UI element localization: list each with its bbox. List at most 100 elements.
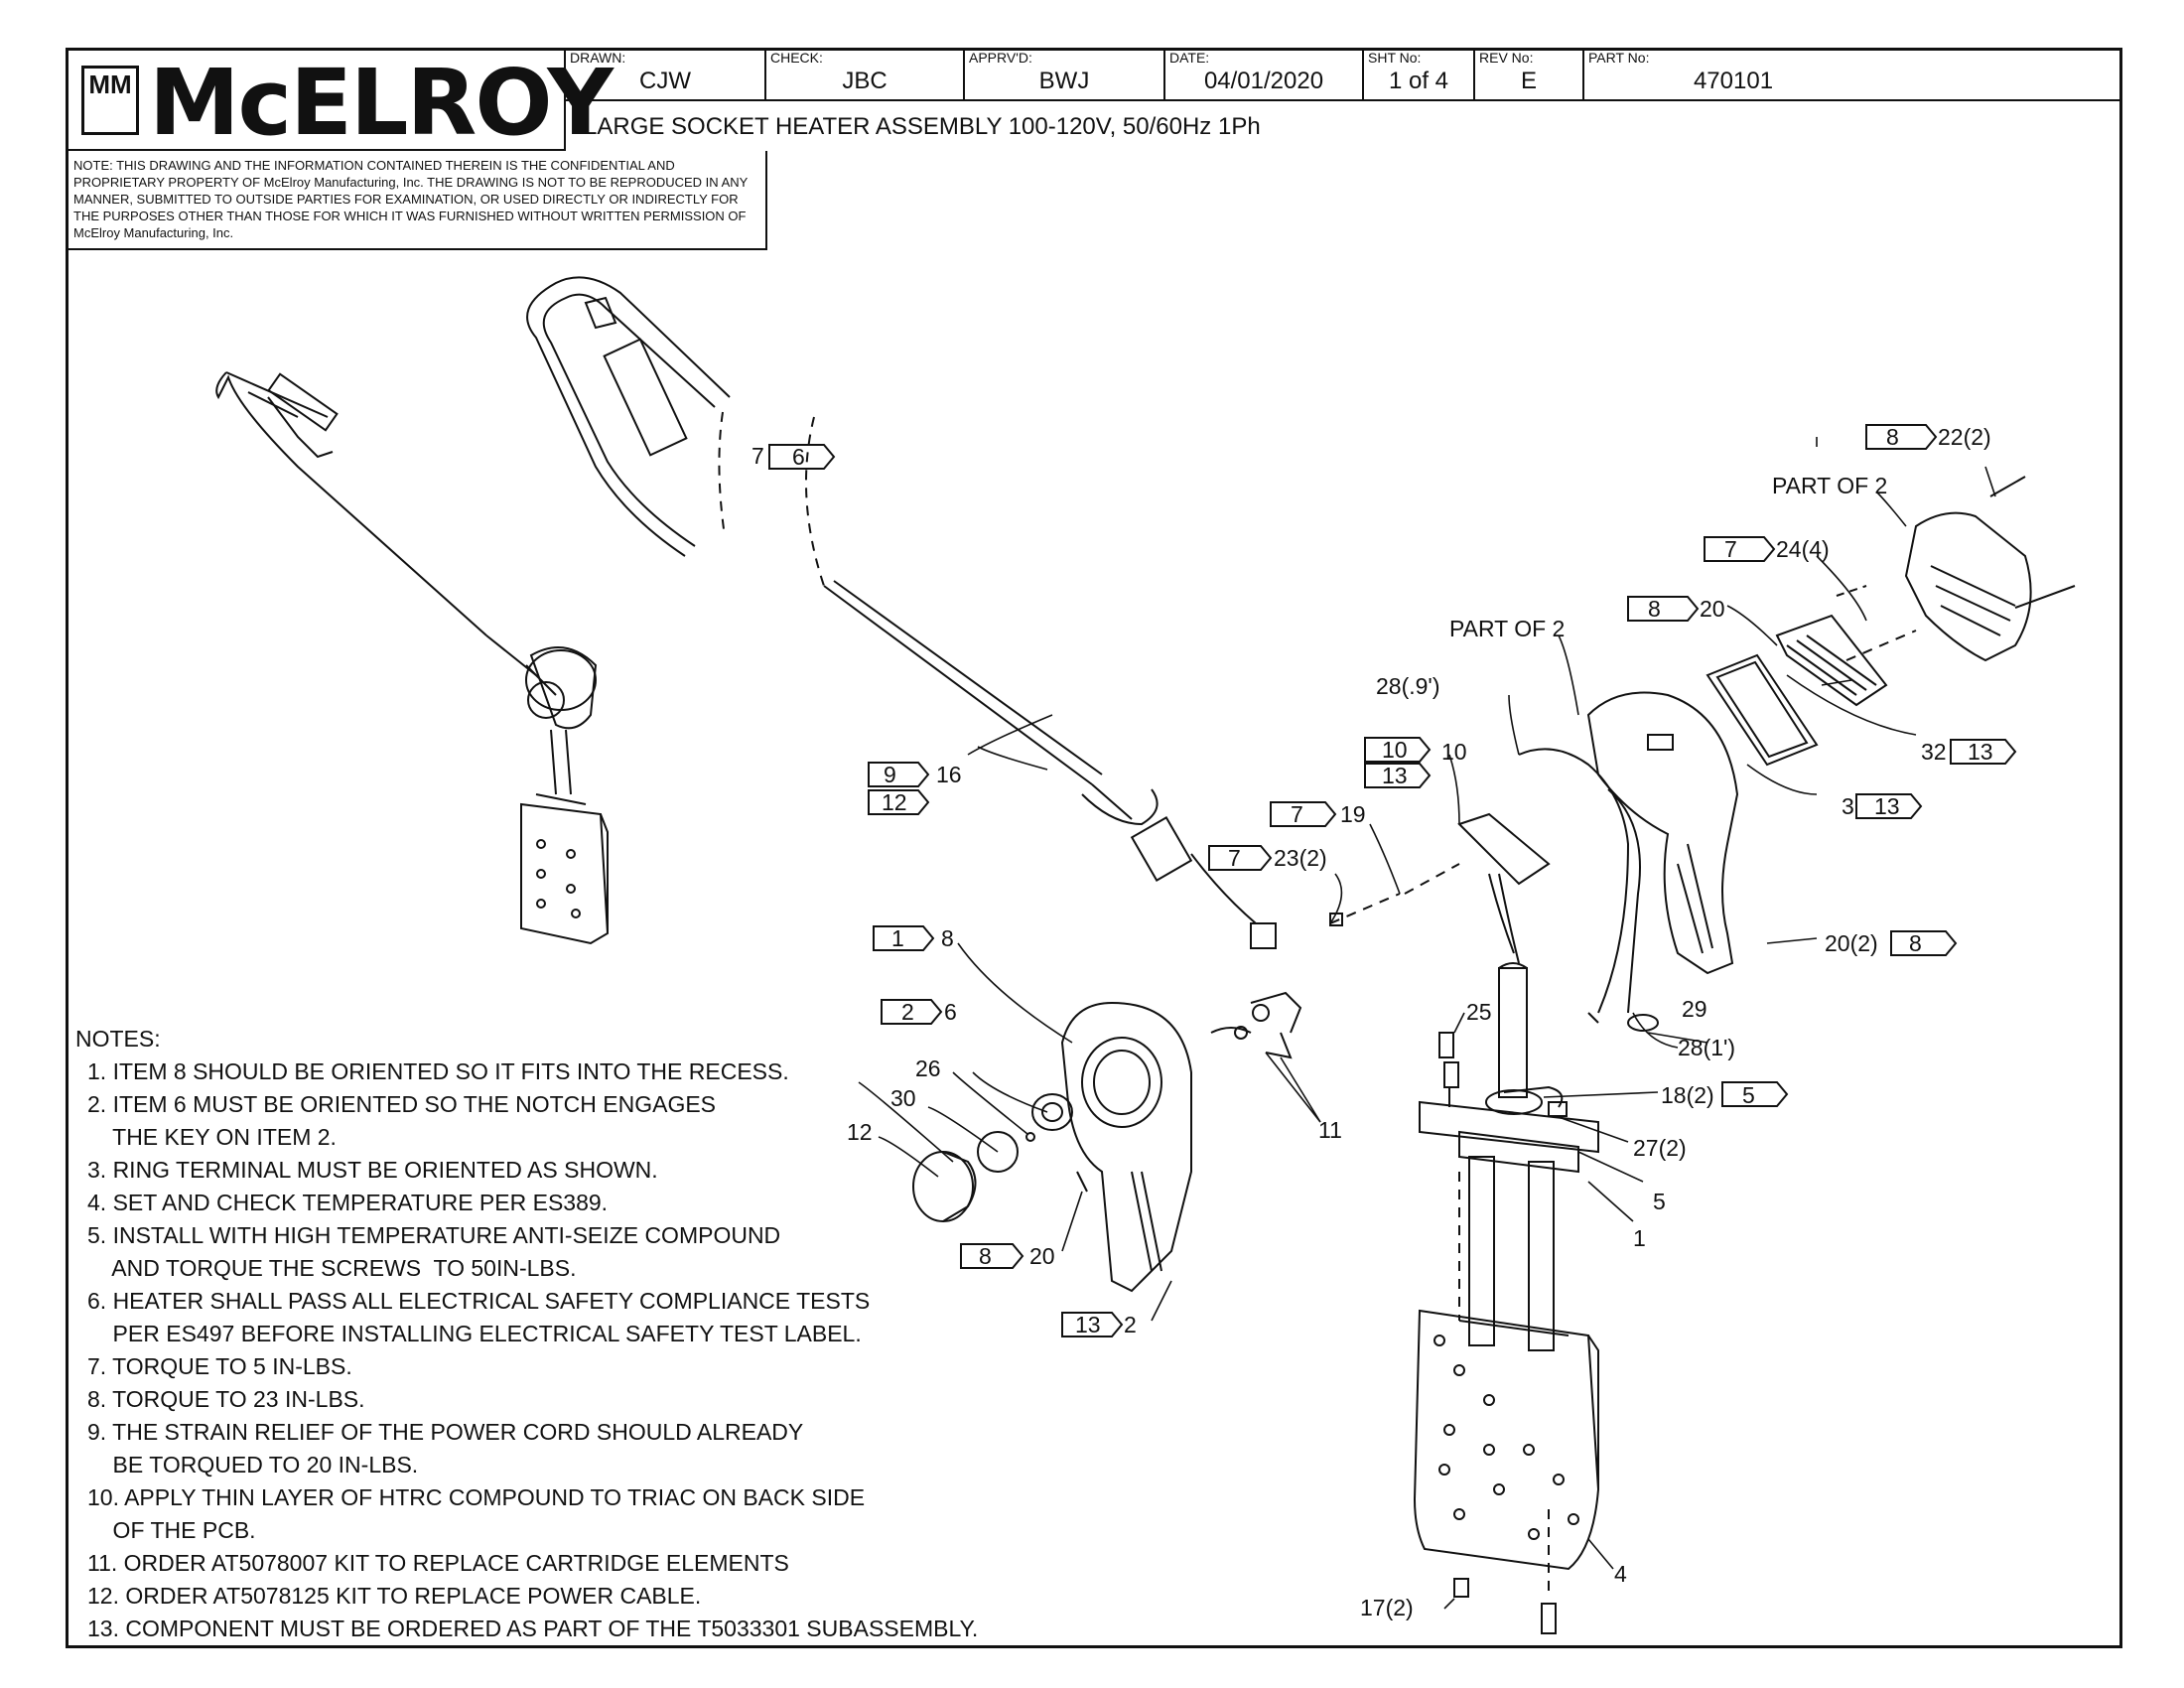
callout-10a: 10 <box>1382 737 1408 763</box>
note-line: 9. THE STRAIN RELIEF OF THE POWER CORD S… <box>87 1419 804 1445</box>
callout-19: 19 <box>1340 801 1366 827</box>
callout-flag-8b <box>1627 596 1700 622</box>
callout-26: 26 <box>915 1055 941 1081</box>
leader-lines <box>858 437 1996 1610</box>
callout-11: 11 <box>1318 1117 1342 1143</box>
notes-list: 1. ITEM 8 SHOULD BE ORIENTED SO IT FITS … <box>75 1055 978 1645</box>
drawn-value: CJW <box>639 68 691 94</box>
callout-flag-13a <box>1364 763 1432 788</box>
callout-23: 23(2) <box>1274 845 1327 871</box>
handle-rear-assembly <box>1586 691 1739 975</box>
rev-label: REV No: <box>1479 50 1534 66</box>
callout-8a: 8 <box>1886 424 1899 450</box>
callout-20b: 20(2) <box>1825 930 1878 956</box>
callout-28b: 28(1') <box>1678 1035 1736 1060</box>
apprvd-value: BWJ <box>1038 68 1090 94</box>
date-label: DATE: <box>1169 50 1210 66</box>
callout-13d: 13 <box>1075 1312 1101 1337</box>
sheet-cell: SHT No: 1 of 4 <box>1364 48 1475 99</box>
callout-flag-7b <box>1704 536 1776 562</box>
callout-flag-13c <box>1855 793 1923 819</box>
check-value: JBC <box>842 68 887 94</box>
callout-flag-8c <box>1890 930 1958 956</box>
note-line: 5. INSTALL WITH HIGH TEMPERATURE ANTI-SE… <box>87 1222 781 1248</box>
callout-17: 17(2) <box>1360 1595 1414 1620</box>
callout-28a: 28(.9') <box>1376 673 1440 699</box>
check-cell: CHECK: JBC <box>766 48 965 99</box>
drawn-cell: DRAWN: CJW <box>566 48 766 99</box>
callout-1a: 1 <box>891 925 904 951</box>
assembly-notes: NOTES: 1. ITEM 8 SHOULD BE ORIENTED SO I… <box>75 1023 978 1645</box>
date-value: 04/01/2020 <box>1203 68 1324 94</box>
apprvd-cell: APPRV'D: BWJ <box>965 48 1165 99</box>
mcelroy-logo: MM McELROY <box>66 48 614 153</box>
logo-text: McELROY <box>149 50 614 156</box>
callout-8d: 8 <box>941 925 954 951</box>
note-line: 11. ORDER AT5078007 KIT TO REPLACE CARTR… <box>87 1550 789 1576</box>
callout-flag-8e <box>960 1243 1024 1269</box>
callout-part-of-2b: PART OF 2 <box>1449 616 1566 641</box>
callout-30: 30 <box>890 1085 916 1111</box>
callout-4: 4 <box>1614 1561 1627 1587</box>
callout-flag-5a <box>1721 1081 1789 1107</box>
callout-20c: 20 <box>1029 1243 1055 1269</box>
callout-8b: 8 <box>1648 596 1661 622</box>
note-line: 10. APPLY THIN LAYER OF HTRC COMPOUND TO… <box>87 1484 866 1510</box>
heater-plate-assembly <box>1413 962 1600 1634</box>
rev-cell: REV No: E <box>1475 48 1584 99</box>
note-line: 6. HEATER SHALL PASS ALL ELECTRICAL SAFE… <box>87 1288 871 1314</box>
callout-25: 25 <box>1466 999 1492 1025</box>
notes-heading: NOTES: <box>75 1026 161 1052</box>
callout-10b: 10 <box>1441 739 1467 765</box>
callout-32: 32 <box>1921 739 1947 765</box>
part-value: 470101 <box>1693 68 1774 94</box>
confidential-note: NOTE: THIS DRAWING AND THE INFORMATION C… <box>73 158 749 240</box>
callout-flag-1a <box>873 925 935 951</box>
callout-13c: 13 <box>1874 793 1900 819</box>
callout-18: 18(2) <box>1661 1082 1714 1108</box>
note-line: BE TORQUED TO 20 IN-LBS. <box>87 1452 419 1477</box>
note-line: 12. ORDER AT5078125 KIT TO REPLACE POWER… <box>87 1583 702 1609</box>
callout-3: 3 <box>1842 793 1854 819</box>
callout-6b: 6 <box>944 999 957 1025</box>
callout-16: 16 <box>936 762 962 787</box>
callout-22: 22(2) <box>1938 424 1991 450</box>
callout-flag-10a <box>1364 737 1432 763</box>
callout-flag-2a <box>881 999 943 1025</box>
handle-front-assembly <box>912 991 1302 1293</box>
check-label: CHECK: <box>770 50 823 66</box>
note-line: 1. ITEM 8 SHOULD BE ORIENTED SO IT FITS … <box>87 1058 789 1084</box>
sheet-value: 1 of 4 <box>1388 68 1449 94</box>
cover-assembly <box>1706 476 2076 767</box>
note-line: 8. TORQUE TO 23 IN-LBS. <box>87 1386 365 1412</box>
callout-29: 29 <box>1682 996 1707 1022</box>
callout-part-of-2a: PART OF 2 <box>1772 473 1888 498</box>
callout-5b: 5 <box>1653 1189 1666 1214</box>
logo-mark: MM <box>81 66 139 135</box>
title-cell: LARGE SOCKET HEATER ASSEMBLY 100-120V, 5… <box>566 99 2122 151</box>
apprvd-label: APPRV'D: <box>969 50 1032 66</box>
note-line: 2. ITEM 6 MUST BE ORIENTED SO THE NOTCH … <box>87 1091 717 1117</box>
callout-27: 27(2) <box>1633 1135 1687 1161</box>
callout-1b: 1 <box>1633 1225 1646 1251</box>
callout-flag-8a <box>1865 424 1938 450</box>
drawing-sheet-border <box>66 48 2122 1648</box>
drawing-title: LARGE SOCKET HEATER ASSEMBLY 100-120V, 5… <box>584 113 1261 140</box>
note-line: THE KEY ON ITEM 2. <box>87 1124 337 1150</box>
confidential-note-box: NOTE: THIS DRAWING AND THE INFORMATION C… <box>66 151 767 250</box>
callout-12b: 12 <box>847 1119 873 1145</box>
rev-value: E <box>1520 68 1537 94</box>
part-label: PART No: <box>1588 50 1650 66</box>
callout-7: 7 <box>751 443 764 469</box>
note-line: 13. COMPONENT MUST BE ORDERED AS PART OF… <box>87 1616 979 1641</box>
pcb-10 <box>1329 748 1659 1032</box>
callout-flag-7d <box>1208 845 1273 871</box>
callout-24: 24(4) <box>1776 536 1830 562</box>
callout-20a: 20 <box>1700 596 1725 622</box>
callout-flag-13d <box>1061 1312 1124 1337</box>
callout-7d: 7 <box>1228 845 1241 871</box>
note-line: 7. TORQUE TO 5 IN-LBS. <box>87 1353 352 1379</box>
callout-13b: 13 <box>1968 739 1993 765</box>
